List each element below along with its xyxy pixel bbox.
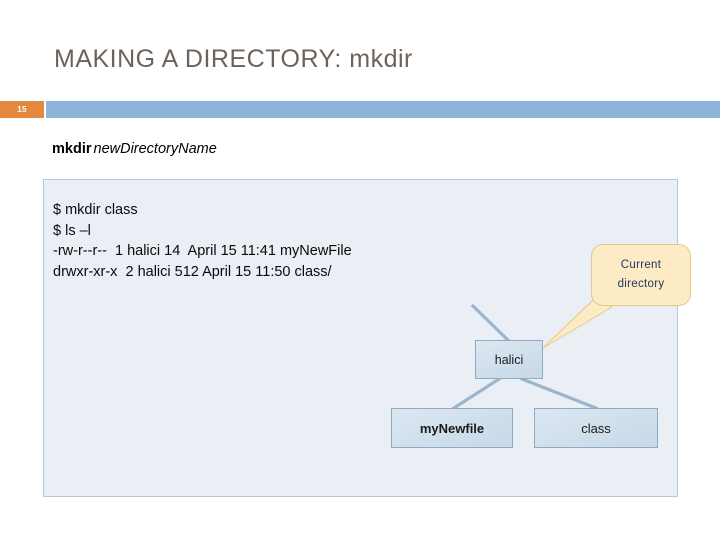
callout-tail bbox=[542, 299, 614, 349]
header-divider-rule bbox=[46, 101, 720, 118]
tree-node-mynewfile[interactable]: myNewfile bbox=[391, 408, 513, 448]
connector-halici-to-class bbox=[519, 376, 599, 411]
slide-number-badge: 15 bbox=[0, 101, 44, 118]
tree-node-class-label: class bbox=[581, 420, 611, 436]
syntax-command-keyword: mkdir bbox=[52, 141, 92, 157]
tree-node-mynewfile-label: myNewfile bbox=[419, 420, 485, 436]
terminal-transcript: $ mkdir class $ ls –l -rw-r--r-- 1 halic… bbox=[53, 202, 352, 280]
tree-node-halici-label: halici bbox=[494, 352, 524, 367]
content-panel: $ mkdir class $ ls –l -rw-r--r-- 1 halic… bbox=[43, 179, 691, 497]
tree-node-class[interactable]: class bbox=[534, 408, 658, 448]
connector-halici-to-mynewfile bbox=[451, 376, 502, 411]
syntax-argument-placeholder: newDirectoryName bbox=[93, 141, 217, 157]
page-title: MAKING A DIRECTORY: mkdir bbox=[54, 45, 413, 73]
tree-connector-lines bbox=[451, 299, 614, 411]
connector-parent-to-halici bbox=[470, 303, 517, 349]
tree-node-halici[interactable]: halici bbox=[475, 340, 543, 379]
callout-line-1: Current bbox=[620, 259, 662, 271]
callout-line-2: directory bbox=[617, 278, 665, 290]
callout-current-directory: Current directory bbox=[591, 244, 691, 306]
